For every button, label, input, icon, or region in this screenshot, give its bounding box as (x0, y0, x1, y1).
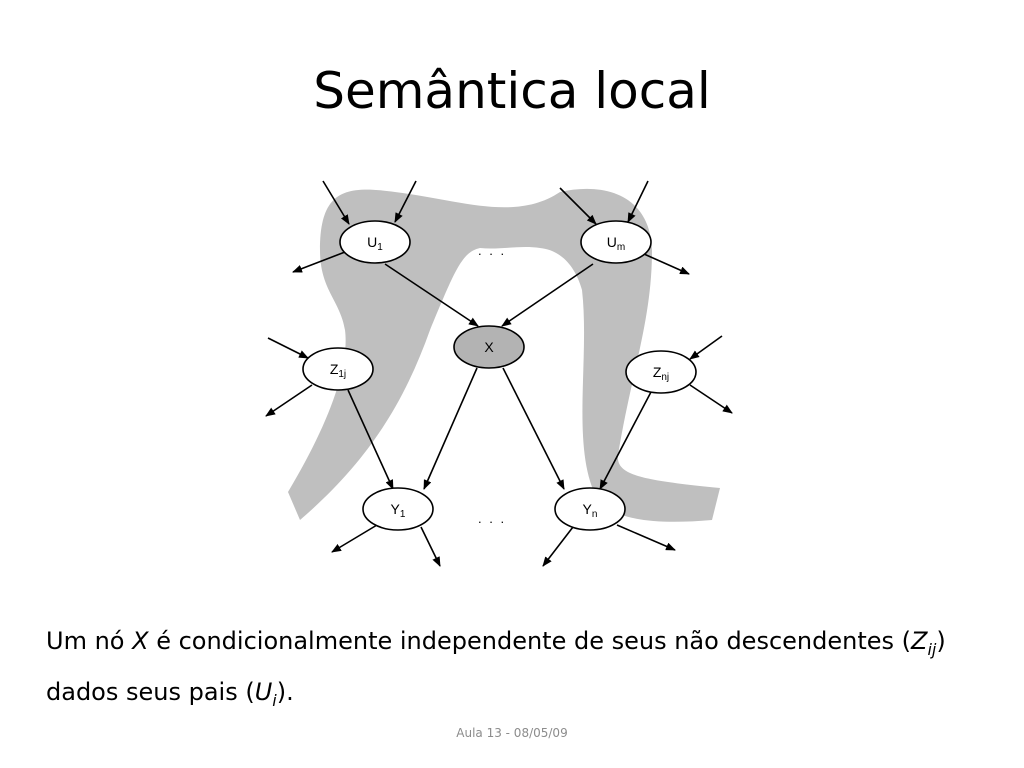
edge-out-yn-b (616, 524, 676, 551)
var-u: U (254, 677, 273, 706)
edge-out-z1j (265, 384, 313, 417)
edge-u1-x (384, 263, 479, 327)
edge-out-y1-b (420, 526, 441, 567)
edge-z1j-y1 (347, 389, 394, 490)
edge-znj-yn (599, 391, 652, 490)
ellipsis-children: . . . (478, 511, 506, 526)
node-znj: Znj (625, 350, 697, 394)
body-part-3: ) dados seus pais ( (46, 627, 946, 706)
node-um-label: Um (607, 234, 625, 253)
node-um-subscript: m (617, 242, 625, 253)
edge-in-u1-b (394, 180, 417, 223)
ellipsis-parents: . . . (478, 243, 506, 258)
body-part-1: Um nó (46, 627, 133, 655)
node-z1j: Z1j (302, 347, 374, 391)
node-u1: U1 (339, 220, 411, 264)
node-z1j-shape (302, 347, 374, 391)
body-part-2: é condicionalmente independente de seus … (148, 627, 912, 655)
edge-in-z1j (267, 337, 309, 359)
node-y1: Y1 (362, 487, 434, 531)
edge-um-x (501, 263, 594, 327)
node-u1-subscript: 1 (377, 242, 383, 253)
edge-out-um (643, 253, 690, 275)
node-yn-subscript: n (592, 509, 598, 520)
edge-in-um-a (559, 187, 597, 225)
node-z1j-label: Z1j (330, 361, 346, 380)
node-x-label: X (484, 339, 494, 355)
node-znj-subscript: nj (661, 372, 669, 383)
node-znj-shape (625, 350, 697, 394)
node-x: X (453, 325, 525, 369)
node-y1-label: Y1 (391, 501, 406, 520)
edge-out-u1 (292, 251, 346, 273)
node-y1-subscript: 1 (400, 509, 406, 520)
slide-footer: Aula 13 - 08/05/09 (456, 726, 568, 740)
node-u1-label: U1 (367, 234, 383, 253)
edge-x-y1 (423, 367, 478, 490)
slide-title: Semântica local (313, 62, 711, 120)
body-part-4: ). (276, 677, 294, 706)
var-x: X (132, 627, 149, 655)
var-z-sub: ij (927, 639, 937, 659)
explanation-text: Um nó X é condicionalmente independente … (46, 620, 976, 722)
var-z: Z (911, 627, 928, 655)
node-yn-label: Yn (583, 501, 598, 520)
node-um-shape (580, 220, 652, 264)
node-x-shape (453, 325, 525, 369)
node-yn-shape (554, 487, 626, 531)
edge-in-um-b (627, 180, 649, 223)
node-y1-shape (362, 487, 434, 531)
node-yn: Yn (554, 487, 626, 531)
edge-in-u1-a (322, 180, 350, 225)
edge-in-znj (689, 335, 723, 360)
edge-out-y1-a (331, 524, 378, 553)
edge-out-yn-a (542, 526, 574, 567)
node-u1-shape (339, 220, 411, 264)
edge-x-yn (502, 367, 565, 490)
node-znj-label: Znj (653, 364, 669, 383)
var-u-sub: i (272, 690, 277, 710)
edge-out-znj (689, 384, 733, 414)
node-um: Um (580, 220, 652, 264)
node-z1j-subscript: 1j (338, 369, 346, 380)
